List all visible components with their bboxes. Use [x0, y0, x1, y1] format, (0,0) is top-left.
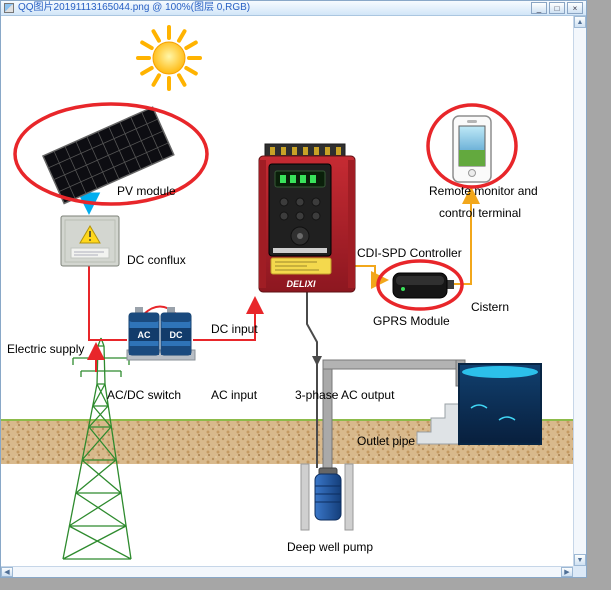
minimize-button[interactable]: _ [531, 2, 547, 14]
close-button[interactable]: × [567, 2, 583, 14]
gprs-module-icon [392, 272, 454, 299]
image-viewer-window: QQ图片20191113165044.png @ 100%(图层 0,RGB) … [0, 0, 587, 578]
label-remote-monitor-line2: control terminal [439, 206, 522, 220]
label-electric-supply: Electric supply [7, 342, 85, 356]
label-dc-conflux: DC conflux [127, 253, 186, 267]
scroll-right-button[interactable]: ▶ [561, 567, 573, 577]
highlight-ellipse-pv [13, 102, 209, 206]
wire-red [87, 266, 264, 372]
scroll-up-button[interactable]: ▲ [574, 16, 586, 28]
image-file-icon [4, 3, 14, 13]
label-pv-module: PV module [117, 184, 176, 198]
switch-ac-text: AC [138, 330, 151, 340]
vertical-scrollbar[interactable]: ▲ ▼ [573, 16, 586, 566]
cistern-icon [416, 363, 542, 445]
highlight-ellipse-phone [426, 103, 518, 189]
scroll-left-button[interactable]: ◀ [1, 567, 13, 577]
window-titlebar[interactable]: QQ图片20191113165044.png @ 100%(图层 0,RGB) … [1, 1, 586, 16]
label-remote-monitor-line1: Remote monitor and [429, 184, 538, 198]
scrollbar-corner [573, 566, 586, 577]
phone-icon [452, 115, 492, 183]
deep-well-pump-icon [314, 467, 342, 521]
label-ac-input: AC input [211, 388, 258, 402]
image-canvas[interactable]: AC DC [1, 16, 573, 566]
ac-output-cable [306, 292, 322, 468]
pv-module-icon [42, 106, 175, 205]
well-shaft [300, 463, 354, 531]
label-deep-well-pump: Deep well pump [287, 540, 374, 554]
label-cistern: Cistern [471, 300, 510, 314]
controller-brand-text: DELIXI [286, 279, 316, 289]
highlight-ellipse-gprs [376, 259, 464, 311]
acdc-switch-icon: AC DC [126, 307, 196, 361]
controller-icon: DELIXI [258, 143, 356, 293]
dc-conflux-icon [60, 215, 120, 267]
label-outlet-pipe: Outlet pipe [357, 434, 416, 448]
label-dc-input: DC input [211, 322, 258, 336]
diagram-svg: AC DC [1, 25, 573, 560]
switch-dc-text: DC [170, 330, 183, 340]
restore-button[interactable]: □ [549, 2, 565, 14]
sun-icon [136, 25, 202, 91]
label-cdi-spd-controller: CDI-SPD Controller [357, 246, 462, 260]
label-ac-dc-switch: AC/DC switch [107, 388, 182, 402]
scroll-down-button[interactable]: ▼ [574, 554, 586, 566]
label-gprs-module: GPRS Module [373, 314, 450, 328]
label-3-phase-ac-output: 3-phase AC output [295, 388, 395, 402]
horizontal-scrollbar[interactable]: ◀ ▶ [1, 566, 573, 577]
window-title: QQ图片20191113165044.png @ 100%(图层 0,RGB) [18, 2, 251, 13]
